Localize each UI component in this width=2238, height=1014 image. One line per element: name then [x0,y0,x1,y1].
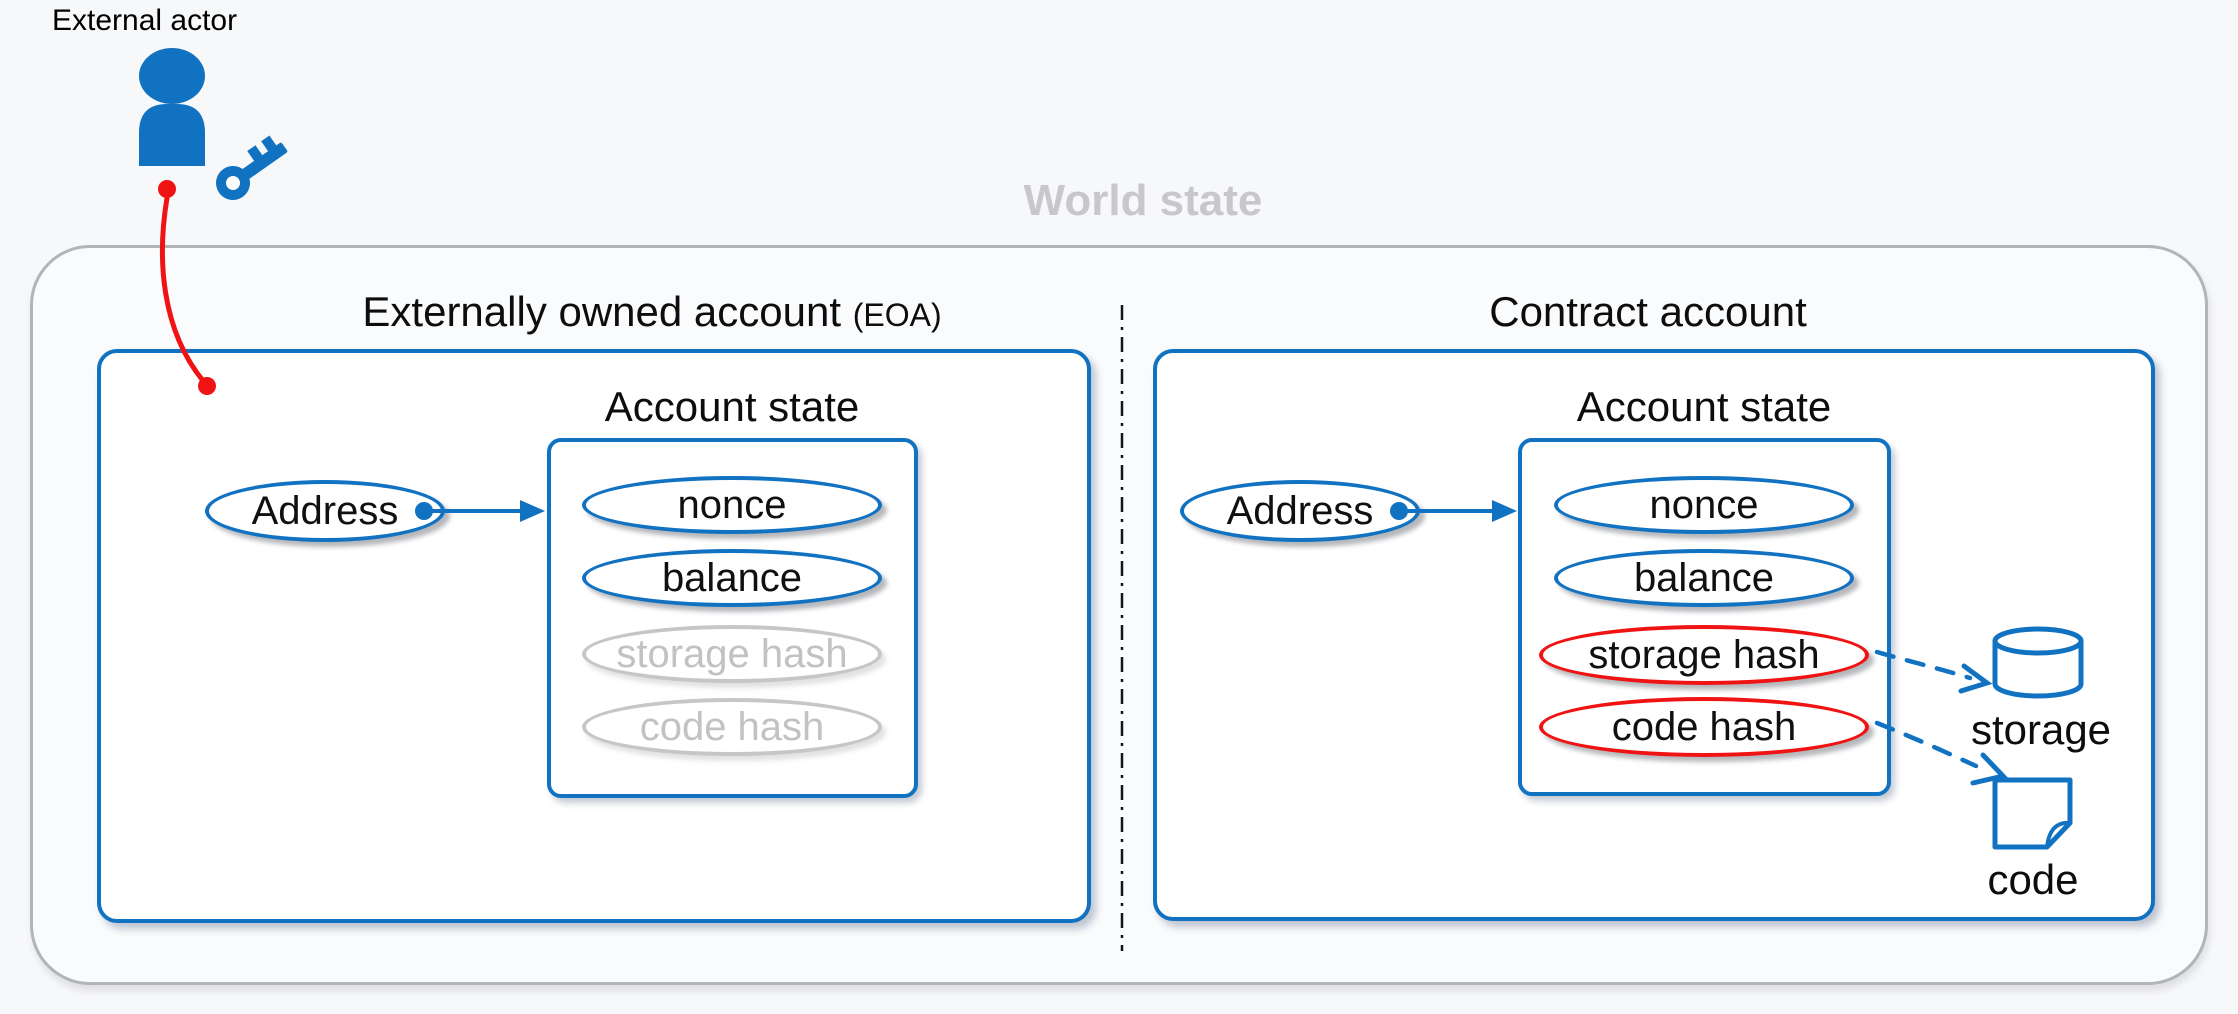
world-state-label: World state [1023,176,1263,225]
person-icon [139,48,205,166]
eoa-field-storage-hash: storage hash [582,625,882,683]
contract-account-state-title: Account state [1576,383,1832,430]
contract-field-code-hash: code hash [1539,697,1869,757]
contract-section-title: Contract account [1489,288,1807,335]
eoa-field-nonce: nonce [582,476,882,534]
contract-address-ellipse: Address [1180,480,1420,542]
contract-field-nonce: nonce [1554,476,1854,534]
storage-label: storage [1970,706,2112,753]
eoa-title-text: Externally owned account [362,288,842,335]
external-actor-label: External actor [52,4,238,37]
contract-field-balance: balance [1554,549,1854,607]
eoa-account-state-title: Account state [604,383,860,430]
contract-field-storage-hash: storage hash [1539,625,1869,685]
eoa-title-suffix: (EOA) [852,297,942,333]
eoa-section-title: Externally owned account (EOA) [252,288,1052,336]
eoa-field-code-hash: code hash [582,698,882,756]
eoa-field-balance: balance [582,549,882,607]
code-label: code [1987,856,2079,903]
key-icon [216,135,288,200]
eoa-address-ellipse: Address [205,480,445,542]
